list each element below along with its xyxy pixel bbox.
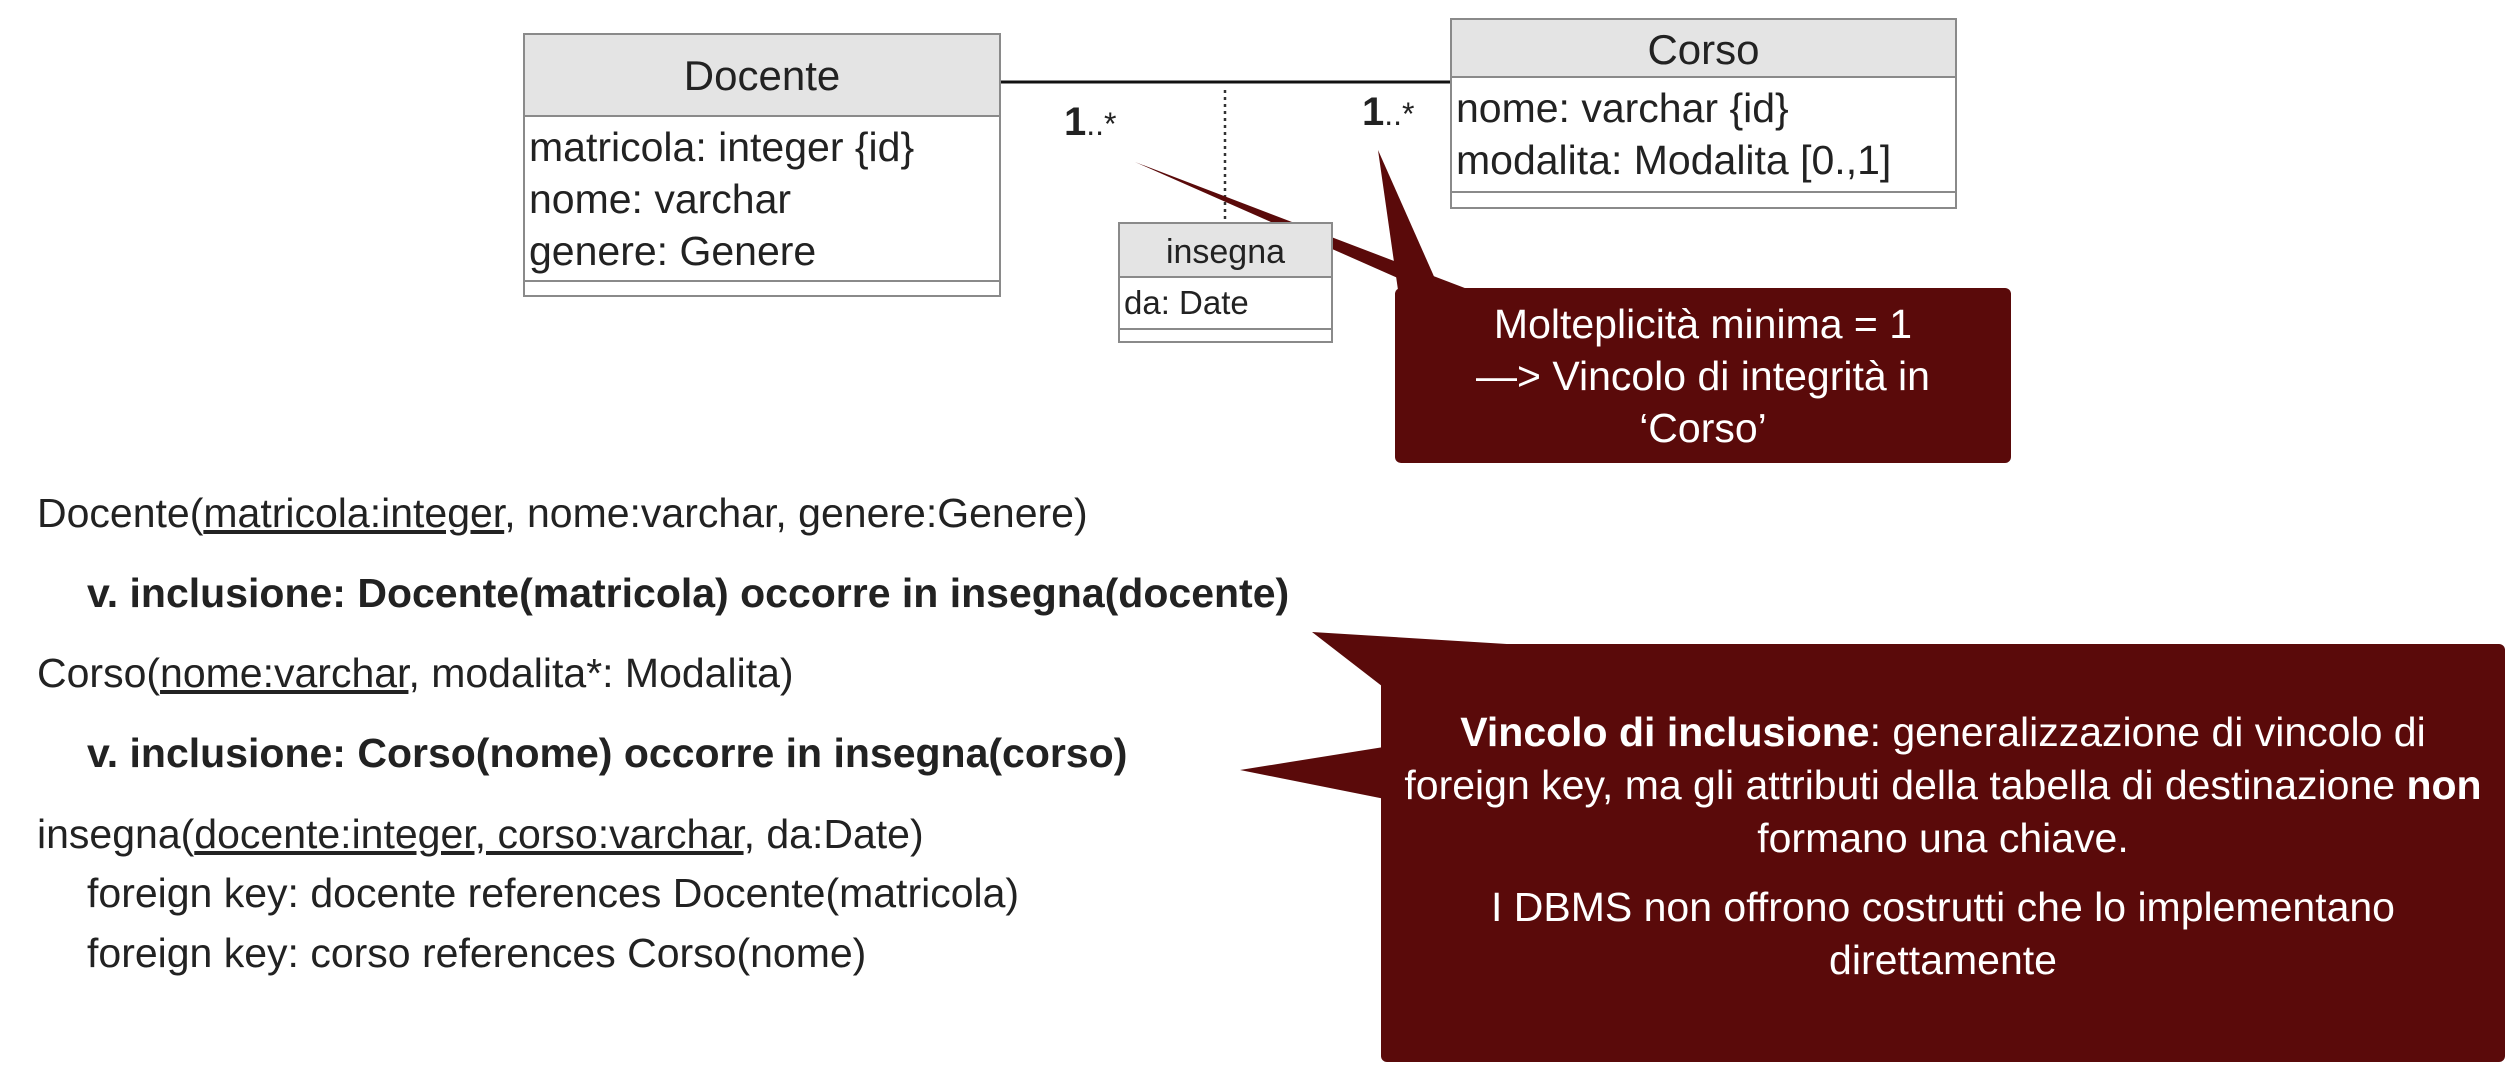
class-name: Corso [1452,20,1955,78]
callout-emphasis: non [2406,762,2482,808]
multiplicity-corso: 1..* [1362,90,1414,135]
relation-corso: Corso(nome:varchar, modalita*: Modalita) [37,650,794,697]
multiplicity-max: ..* [1086,106,1117,142]
attribute: da: Date [1124,284,1249,321]
multiplicity-docente: 1..* [1064,100,1116,145]
multiplicity-max: ..* [1384,96,1415,132]
callout-line: Molteplicità minima = 1 [1493,301,1913,347]
class-attributes: da: Date [1120,278,1331,330]
primary-key: matricola:integer [203,490,505,536]
callout-text: formano una chiave. [1757,815,2129,861]
primary-key: docente:integer, corso:varchar [194,811,744,857]
inclusion-constraint-docente: v. inclusione: Docente(matricola) occorr… [87,570,1290,616]
uml-class-corso: Corso nome: varchar {id} modalita: Modal… [1450,18,1957,209]
callout-line: ‘Corso’ [1639,405,1767,451]
foreign-key-docente: foreign key: docente references Docente(… [87,870,1020,916]
attribute: nome: varchar [529,176,792,222]
uml-class-docente: Docente matricola: integer {id} nome: va… [523,33,1001,297]
class-name: Docente [525,35,999,117]
attribute: modalita: Modalita [0.,1] [1456,137,1892,183]
class-attributes: matricola: integer {id} nome: varchar ge… [525,117,999,282]
relation-insegna: insegna(docente:integer, corso:varchar, … [37,811,924,858]
attribute: matricola: integer {id} [529,124,915,170]
relation-docente: Docente(matricola:integer, nome:varchar,… [37,490,1088,537]
relation-attributes: , da:Date) [743,811,924,857]
relation-name: insegna( [37,811,195,857]
relation-name: Corso( [37,650,161,696]
class-name: insegna [1120,224,1331,278]
attribute: nome: varchar {id} [1456,85,1789,131]
relation-name: Docente( [37,490,204,536]
foreign-key-corso: foreign key: corso references Corso(nome… [87,930,867,976]
relation-attributes: , nome:varchar, genere:Genere) [504,490,1088,536]
multiplicity-min: 1 [1064,100,1087,144]
callout-multiplicity: Molteplicità minima = 1 —> Vincolo di in… [1395,288,2011,463]
callout-inclusion-pointer-2 [1240,746,1390,800]
callout-line: —> Vincolo di integrità in [1476,353,1930,399]
callout-inclusion-constraint: Vincolo di inclusione: generalizzazione … [1381,644,2505,1062]
callout-text: : generalizzazione di vincolo di foreign… [1404,709,2426,808]
attribute: genere: Genere [529,228,817,274]
class-attributes: nome: varchar {id} modalita: Modalita [0… [1452,78,1955,193]
inclusion-constraint-corso: v. inclusione: Corso(nome) occorre in in… [87,730,1128,776]
callout-paragraph: I DBMS non offrono costrutti che lo impl… [1491,884,2395,983]
multiplicity-min: 1 [1362,90,1385,134]
callout-title: Vincolo di inclusione [1460,709,1870,755]
callout-paragraph: Vincolo di inclusione: generalizzazione … [1401,706,2485,865]
callout-multiplicity-pointer-2 [1378,150,1440,290]
primary-key: nome:varchar [160,650,409,696]
uml-association-class-insegna: insegna da: Date [1118,222,1333,343]
relation-attributes: , modalita*: Modalita) [408,650,794,696]
